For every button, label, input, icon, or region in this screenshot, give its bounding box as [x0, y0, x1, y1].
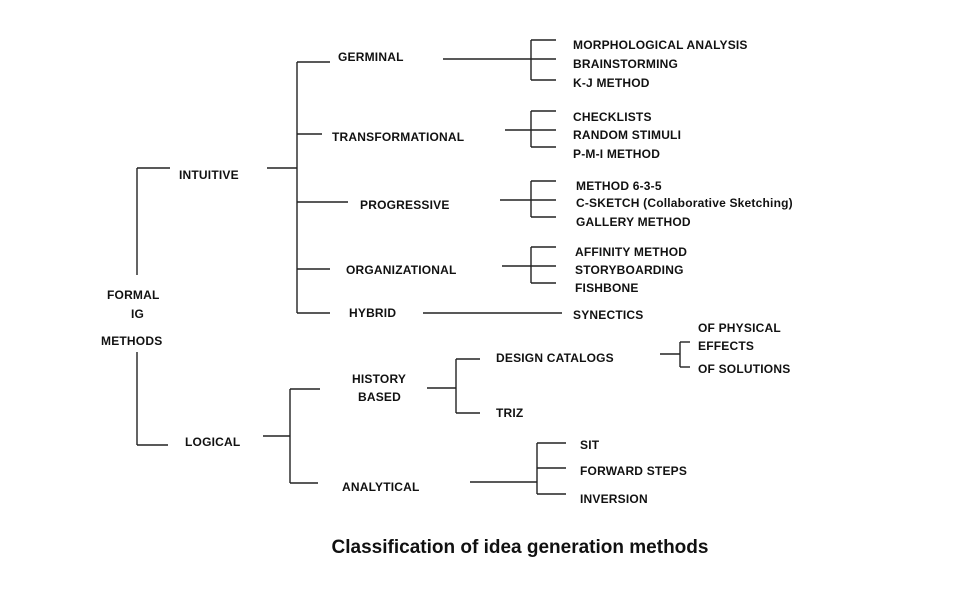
- node-hybrid: HYBRID: [349, 306, 397, 320]
- leaf-item: K-J METHOD: [573, 76, 650, 90]
- leaf-item: OF SOLUTIONS: [698, 362, 791, 376]
- leaf-item: CHECKLISTS: [573, 110, 652, 124]
- root-label-ig: IG: [131, 307, 145, 321]
- node-progressive: PROGRESSIVE: [360, 198, 450, 212]
- leaf-item: AFFINITY METHOD: [575, 245, 688, 259]
- leaf-item: GALLERY METHOD: [576, 215, 691, 229]
- root-label-formal: FORMAL: [107, 288, 160, 302]
- node-history-based-1: HISTORY: [352, 372, 407, 386]
- leaf-item: C-SKETCH (Collaborative Sketching): [576, 196, 793, 210]
- node-design-catalogs: DESIGN CATALOGS: [496, 351, 614, 365]
- node-transformational: TRANSFORMATIONAL: [332, 130, 465, 144]
- leaf-item: SIT: [580, 438, 600, 452]
- node-analytical: ANALYTICAL: [342, 480, 420, 494]
- leaf-item: FISHBONE: [575, 281, 639, 295]
- leaf-item: MORPHOLOGICAL ANALYSIS: [573, 38, 748, 52]
- leaf-item: FORWARD STEPS: [580, 464, 688, 478]
- node-intuitive: INTUITIVE: [179, 168, 239, 182]
- leaf-triz: TRIZ: [496, 406, 524, 420]
- leaf-item: P-M-I METHOD: [573, 147, 661, 161]
- leaf-item: INVERSION: [580, 492, 648, 506]
- node-logical: LOGICAL: [185, 435, 241, 449]
- leaf-item: STORYBOARDING: [575, 263, 684, 277]
- leaf-item: SYNECTICS: [573, 308, 644, 322]
- leaf-item: METHOD 6-3-5: [576, 179, 662, 193]
- leaf-item: OF PHYSICAL: [698, 321, 781, 335]
- leaf-item: EFFECTS: [698, 339, 755, 353]
- root-label-methods: METHODS: [101, 334, 163, 348]
- node-germinal: GERMINAL: [338, 50, 404, 64]
- figure-caption: Classification of idea generation method…: [331, 537, 709, 558]
- node-history-based-2: BASED: [358, 390, 402, 404]
- node-organizational: ORGANIZATIONAL: [346, 263, 457, 277]
- leaf-item: RANDOM STIMULI: [573, 128, 682, 142]
- leaf-item: BRAINSTORMING: [573, 57, 679, 71]
